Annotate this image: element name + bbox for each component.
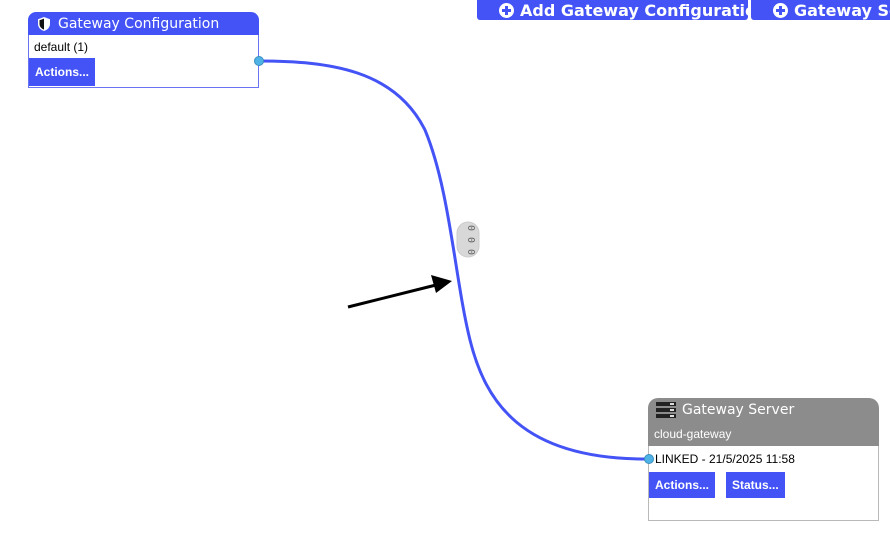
server-status-text: LINKED - 21/5/2025 11:58 — [655, 452, 795, 466]
node-header[interactable]: Gateway Configuration — [28, 12, 259, 35]
node-actions: Actions... — [29, 58, 258, 86]
plus-circle-icon — [499, 2, 514, 18]
node-title: Gateway Server — [682, 402, 795, 418]
node-body: default (1) Actions... — [28, 35, 259, 88]
gateway-server-node[interactable]: Gateway Server cloud-gateway LINKED - 21… — [648, 398, 879, 521]
shield-icon — [38, 16, 50, 31]
config-output-port[interactable] — [254, 56, 264, 66]
add-gateway-server-label: Gateway Server — [794, 0, 890, 20]
add-gateway-configuration-button[interactable]: Add Gateway Configuration — [477, 0, 748, 20]
link-wire[interactable] — [258, 59, 650, 461]
link-handle[interactable]: 0 0 0 — [456, 221, 480, 258]
server-input-port[interactable] — [644, 454, 654, 464]
add-gateway-configuration-label: Add Gateway Configuration — [520, 0, 748, 20]
pointer-arrow — [347, 275, 452, 309]
server-icon — [656, 402, 676, 418]
plus-circle-icon — [773, 2, 788, 18]
link-handle-label: 0 0 0 — [465, 225, 476, 255]
config-value: default (1) — [34, 39, 89, 54]
config-actions-button[interactable]: Actions... — [29, 58, 96, 86]
node-header[interactable]: Gateway Server — [648, 398, 879, 422]
server-status-button[interactable]: Status... — [726, 472, 785, 498]
add-gateway-server-button[interactable]: Gateway Server — [751, 0, 890, 20]
node-title: Gateway Configuration — [58, 15, 220, 32]
node-body: LINKED - 21/5/2025 11:58 Actions... Stat… — [648, 446, 879, 521]
server-name: cloud-gateway — [648, 422, 879, 446]
gateway-configuration-node[interactable]: Gateway Configuration default (1) Action… — [28, 12, 259, 88]
node-actions: Actions... Status... — [649, 472, 878, 498]
server-actions-button[interactable]: Actions... — [649, 472, 716, 498]
